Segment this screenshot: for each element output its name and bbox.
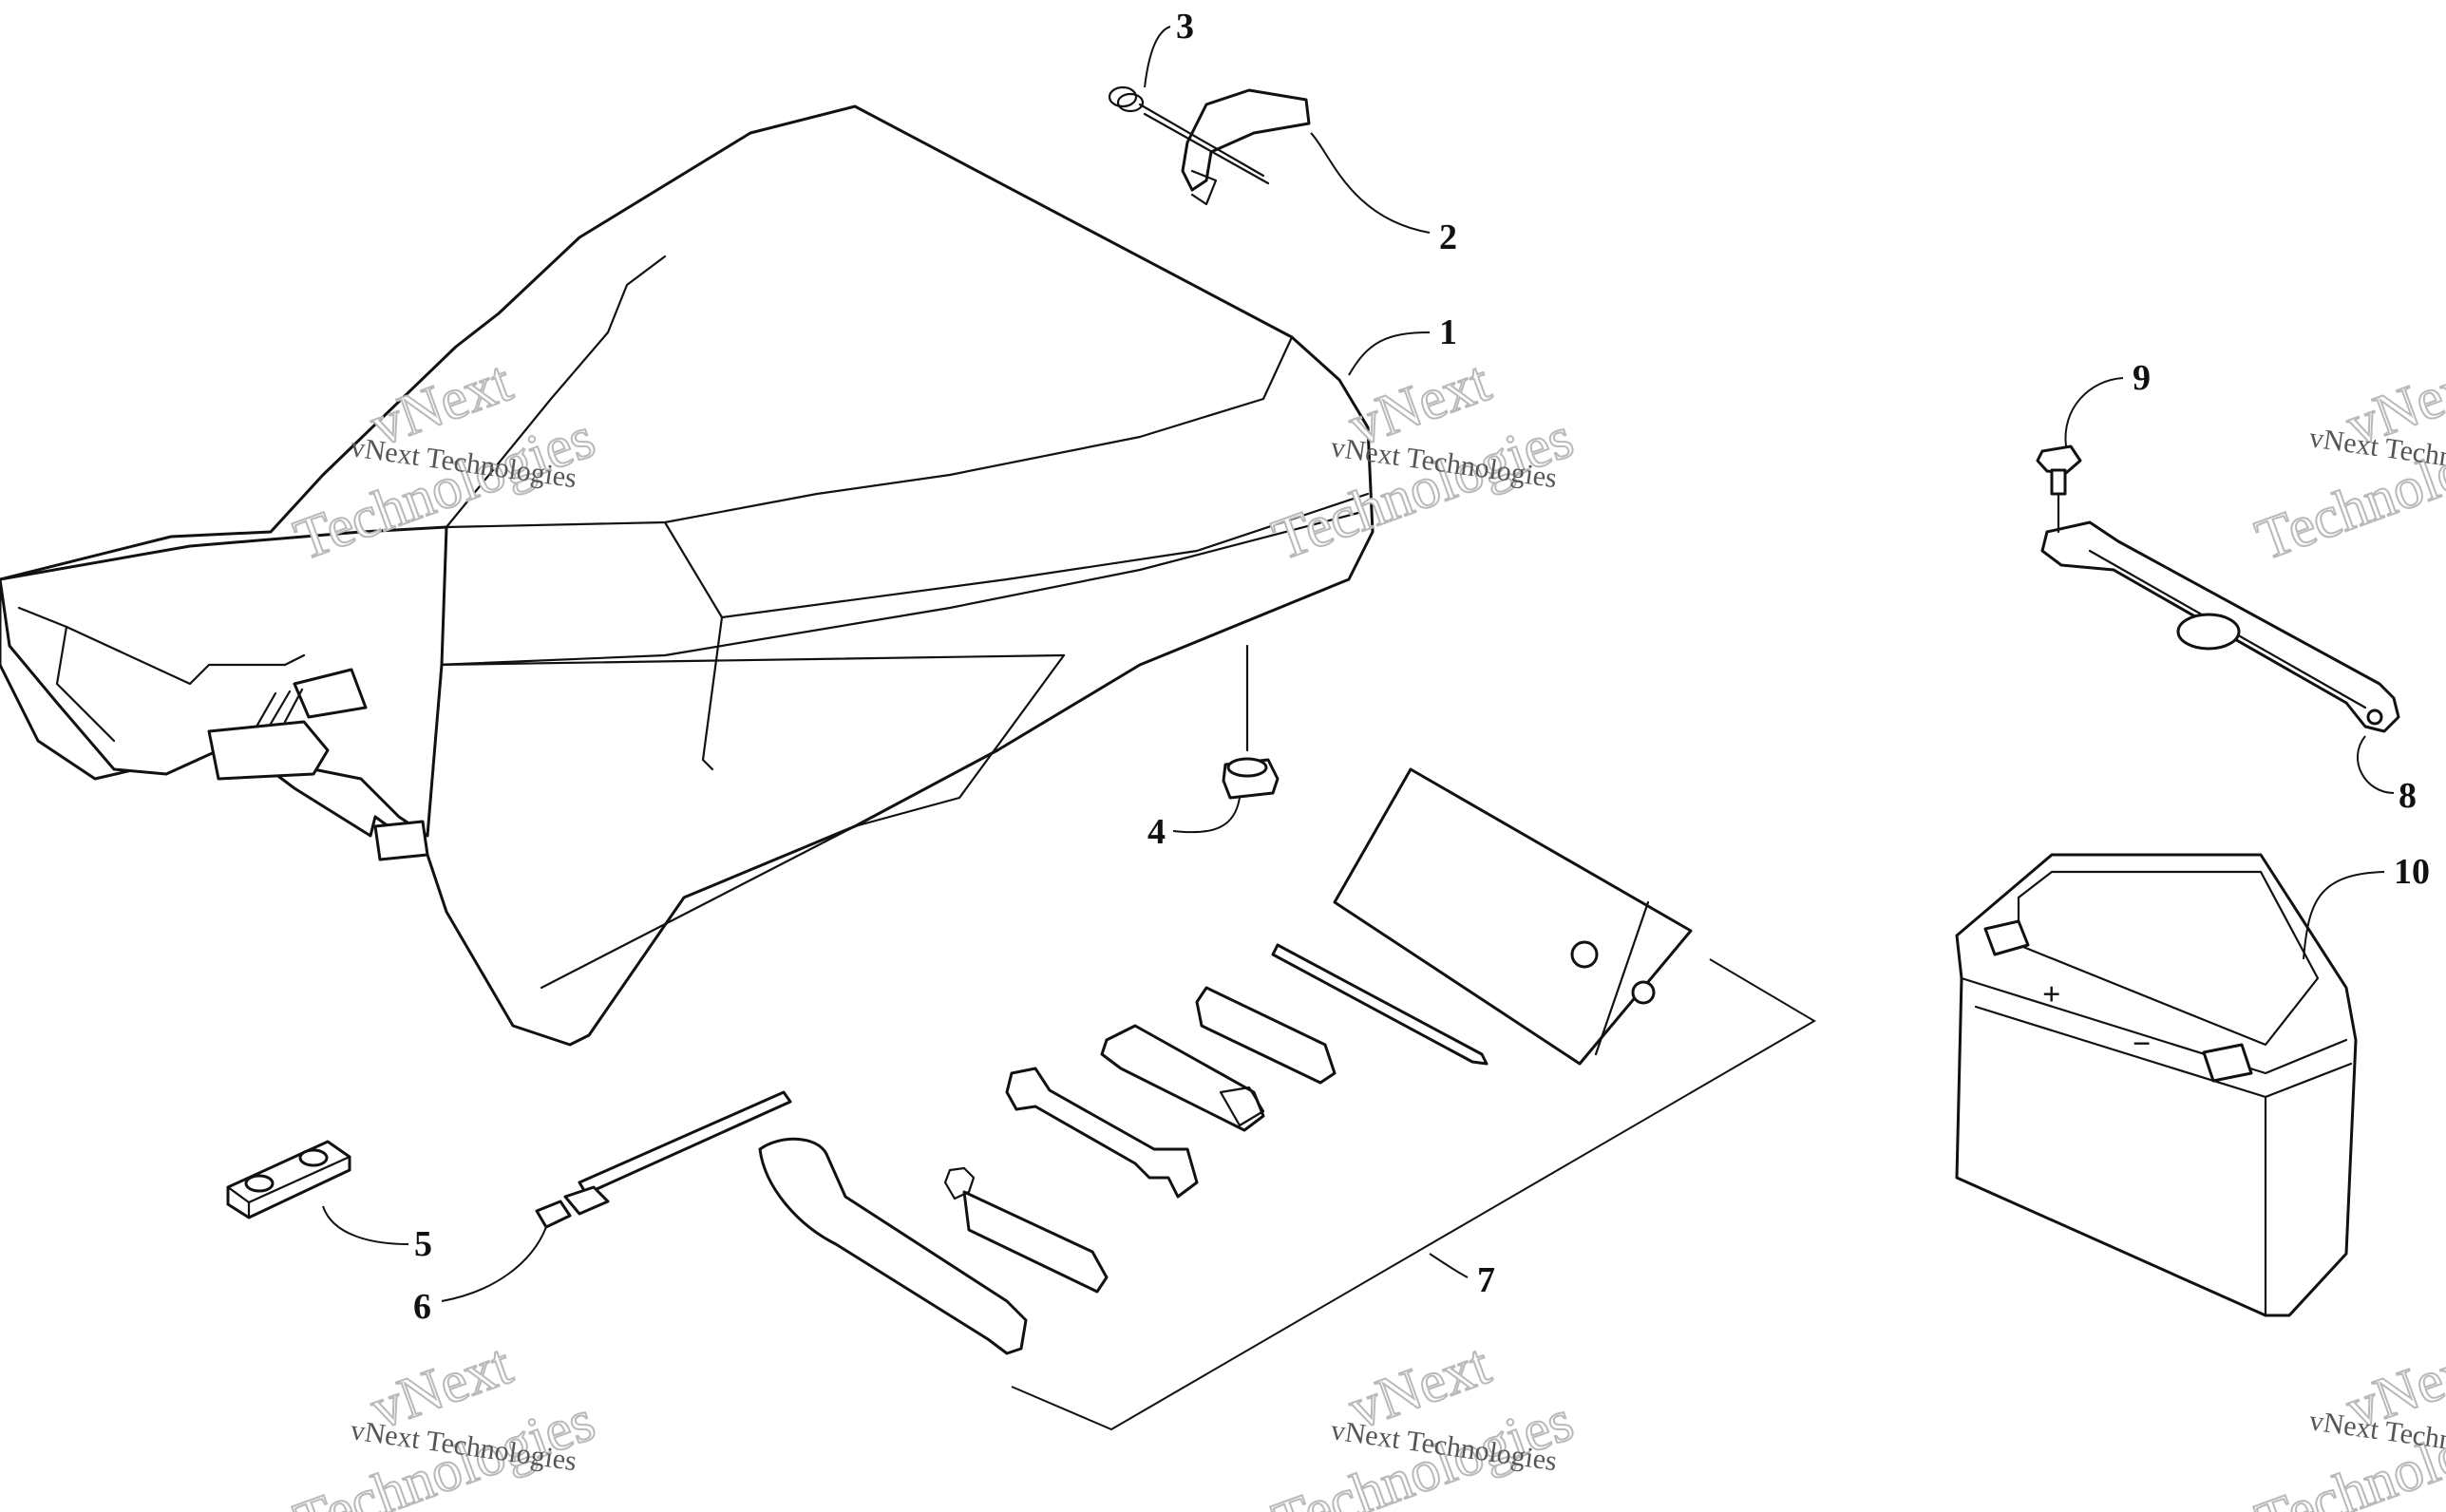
callout-labels: 3 2 1 4 5 6 7 8 9 10 + − xyxy=(413,7,2430,1327)
callout-6: 6 xyxy=(413,1287,431,1327)
callout-4: 4 xyxy=(1147,812,1166,852)
callout-3: 3 xyxy=(1176,7,1194,47)
seat-latch-bracket-part xyxy=(1138,88,1311,206)
watermark-bottom-right: vNext Technologies vNext Technologies xyxy=(2247,1331,2446,1512)
cable-tie-part xyxy=(535,1090,792,1229)
rubber-pad-part xyxy=(226,1140,351,1219)
watermark-bottom-center: vNext Technologies vNext Technologies xyxy=(1264,1331,1583,1512)
callout-5: 5 xyxy=(414,1224,432,1264)
spark-plug-wrench-part xyxy=(1100,1024,1265,1132)
leader-lines xyxy=(322,26,2395,1302)
spring-clip-part xyxy=(1108,85,1145,113)
battery-plus-sign: + xyxy=(2042,977,2060,1012)
tool-kit-part xyxy=(758,767,1816,1431)
grease-tube-part xyxy=(943,1166,1109,1294)
callout-7: 7 xyxy=(1477,1260,1495,1300)
open-end-wrench-part xyxy=(1005,1067,1199,1199)
callout-1: 1 xyxy=(1439,312,1457,352)
callout-9: 9 xyxy=(2133,358,2151,398)
watermark-bottom-left: vNext Technologies vNext Technologies xyxy=(286,1331,604,1512)
seat-part xyxy=(0,104,1375,1047)
battery-part xyxy=(1955,853,2358,1317)
bolt-part xyxy=(2036,444,2082,534)
grommet-part xyxy=(1222,757,1280,800)
battery-strap-part xyxy=(2040,520,2400,733)
callout-8: 8 xyxy=(2399,776,2417,816)
screwdriver-part xyxy=(1195,943,1488,1085)
callout-10: 10 xyxy=(2394,852,2430,892)
spanner-wrench-part xyxy=(758,1137,1028,1355)
battery-minus-sign: − xyxy=(2133,1027,2151,1062)
watermark-top-right: vNext Technologies vNext Technologies xyxy=(2247,348,2446,574)
callout-2: 2 xyxy=(1439,217,1457,257)
